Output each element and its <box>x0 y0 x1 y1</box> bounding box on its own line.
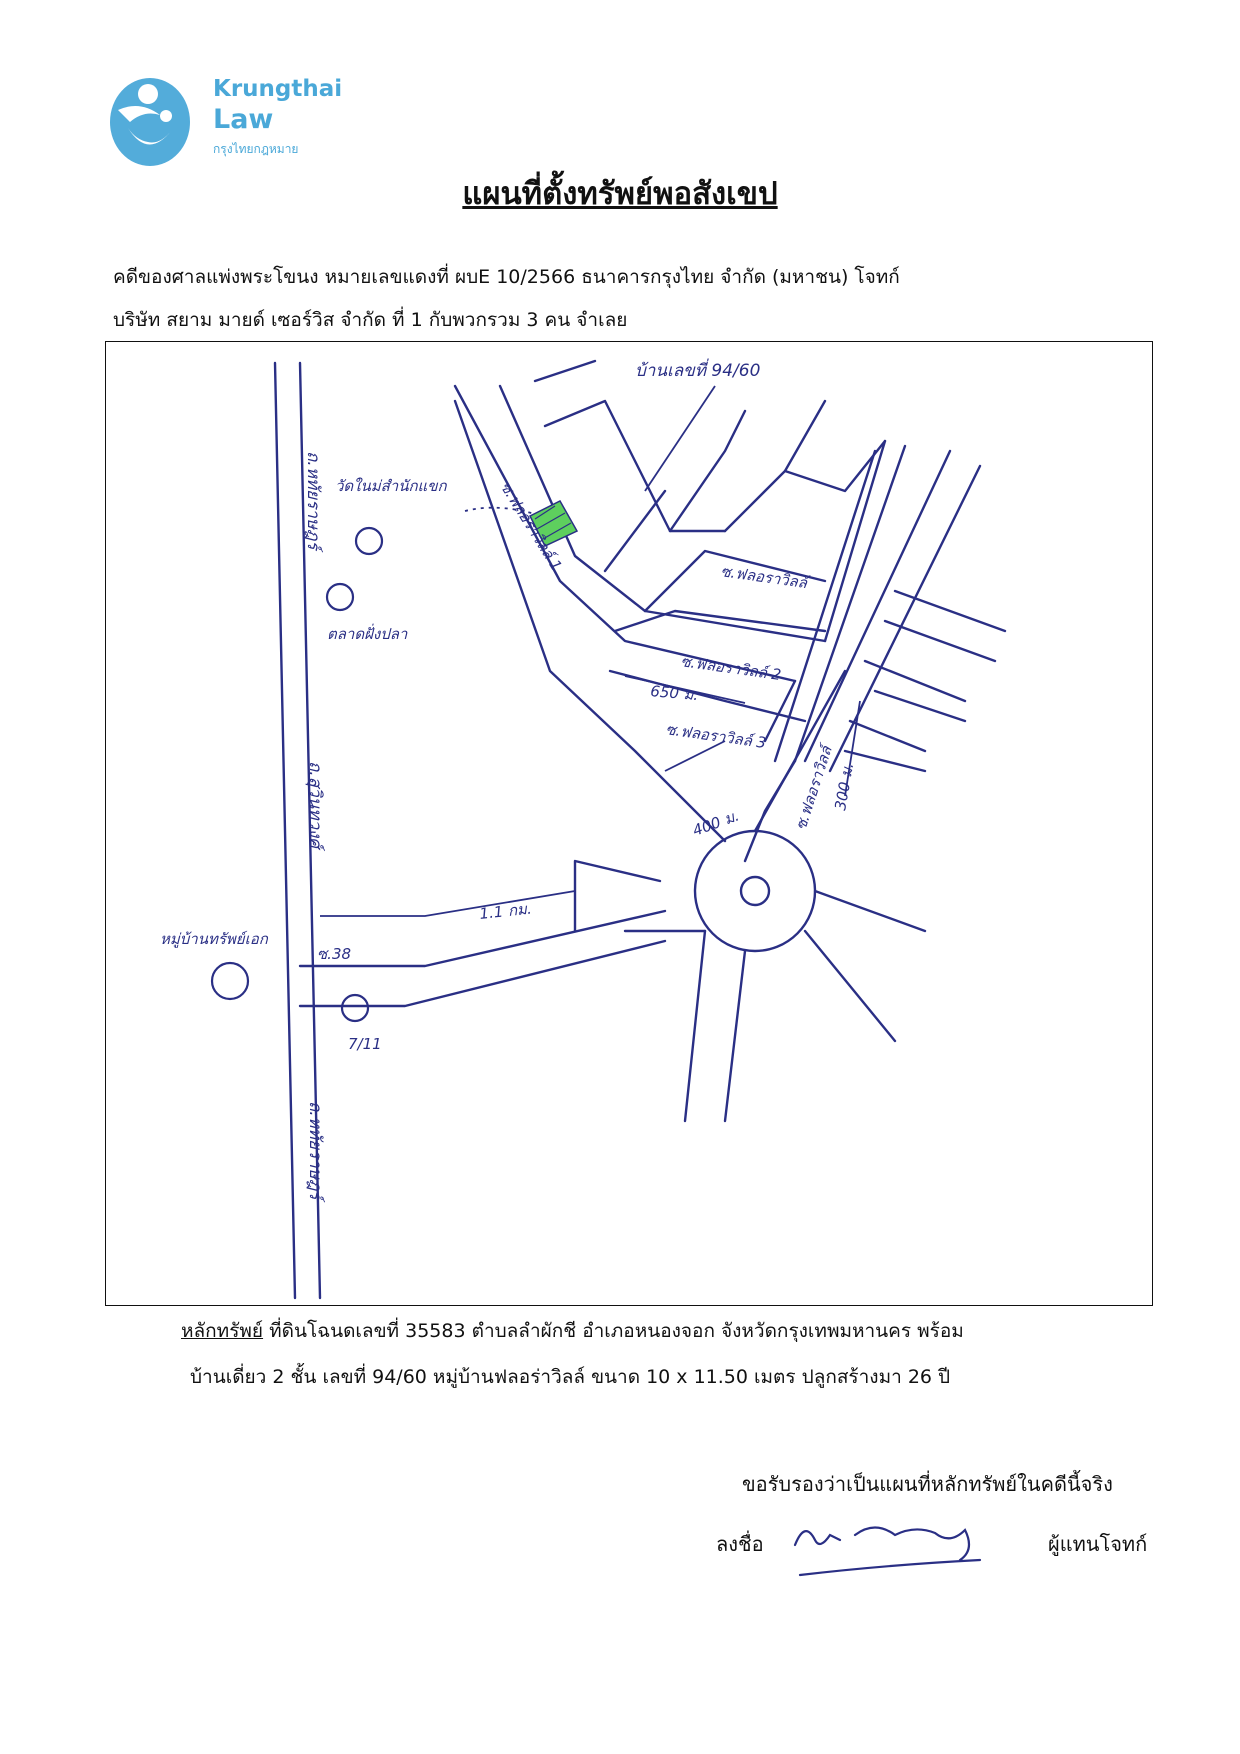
brand-name: Krungthai <box>213 76 343 102</box>
label-dist-1km: 1.1 กม. <box>479 900 533 923</box>
case-line-1: คดีของศาลแพ่งพระโขนง หมายเลขแดงที่ ผบE 1… <box>113 266 900 288</box>
property-line-1: หลักทรัพย์ ที่ดินโฉนดเลขที่ 35583 ตำบลลำ… <box>181 1316 964 1346</box>
brand-thai: กรุงไทยกฎหมาย <box>213 142 299 156</box>
brand-law: Law <box>213 104 274 135</box>
label-soi-3: ซ.ฟลอราวิลล์ 2 <box>679 652 782 684</box>
label-market: ตลาดฝั่งปลา <box>327 623 408 643</box>
property-line-1-text: ที่ดินโฉนดเลขที่ 35583 ตำบลลำผักชี อำเภอ… <box>263 1320 964 1342</box>
certification-statement: ขอรับรองว่าเป็นแผนที่หลักทรัพย์ในคดีนี้จ… <box>742 1472 1113 1496</box>
label-temple: วัดในม่สำนักแขก <box>335 477 447 495</box>
case-line-2: บริษัท สยาม มายด์ เซอร์วิส จำกัด ที่ 1 ก… <box>113 309 628 331</box>
label-dist-650: 650 ม. <box>650 682 699 704</box>
label-soi-4: ซ.ฟลอราวิลล์ 3 <box>664 720 767 752</box>
sign-label: ลงชื่อ <box>716 1532 764 1556</box>
property-line-2: บ้านเดี่ยว 2 ชั้น เลขที่ 94/60 หมู่บ้านฟ… <box>190 1366 951 1388</box>
label-dist-300: 300 ม. <box>831 761 857 811</box>
location-sketch-map: บ้านเลขที่ 94/60 ถ.หทัยราษฎร์ ถ.สุวินทวง… <box>160 358 1007 1300</box>
label-house-no: บ้านเลขที่ 94/60 <box>635 358 760 381</box>
label-road-left-bottom: ถ.หทัยราษฎร์ <box>305 1101 325 1203</box>
page-title: แผนที่ตั้งทรัพย์พอสังเขป <box>462 176 778 212</box>
label-road-left-top: ถ.หทัยราษฎร์ <box>303 451 323 553</box>
label-road-left-mid: ถ.สุวินทวงศ์ <box>305 761 325 852</box>
signer-role: ผู้แทนโจทก์ <box>1048 1532 1148 1556</box>
label-7-11: 7/11 <box>348 1035 382 1053</box>
label-village-left: หมู่บ้านทรัพย์เอก <box>160 930 269 948</box>
krungthai-bird-logo-icon <box>110 78 190 166</box>
property-label: หลักทรัพย์ <box>181 1320 264 1342</box>
label-soi-38: ซ.38 <box>317 945 351 963</box>
map-frame <box>105 341 1153 1306</box>
handwritten-signature <box>793 1526 982 1577</box>
